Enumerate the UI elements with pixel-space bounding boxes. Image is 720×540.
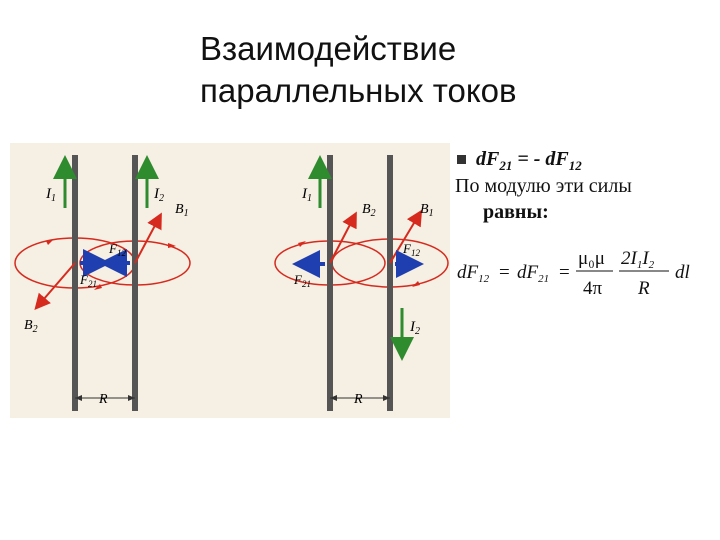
slide-title: Взаимодействие параллельных токов	[200, 28, 620, 112]
label-b2-left: B2	[24, 318, 38, 335]
label-r-right: R	[353, 392, 363, 407]
wire-2-left	[132, 155, 138, 411]
b2-vector-left	[34, 262, 76, 311]
field-arrowhead-left-c	[168, 243, 176, 248]
label-f12-left: F12	[108, 241, 126, 258]
b1-vector-left	[134, 212, 162, 264]
label-f12-right: F12	[402, 241, 420, 258]
field-arrowhead-left-b	[94, 284, 102, 290]
b2-vector-right	[329, 211, 357, 264]
label-i2-right: I2	[409, 319, 420, 337]
field-arrowhead-right-a	[298, 241, 306, 247]
field-arrowhead-right-b	[412, 281, 420, 287]
formula-lhs: dF12	[457, 262, 490, 285]
wire-2-right	[387, 155, 393, 411]
figure-svg: I1 I2 B1 B2 F12 F21 R I1 I2 B2	[14, 155, 449, 411]
force-formula: dF12 = dF21 = μ₀μ 4π 2I1I2 R dl	[453, 238, 718, 308]
formula-eq-1: =	[499, 262, 510, 283]
b1-vector-right	[389, 209, 423, 264]
formula-eq-2: =	[559, 262, 570, 283]
formula-num-left: μ₀μ	[578, 248, 605, 269]
bullet-text-line-1: По модулю эти силы	[455, 175, 632, 197]
label-f21-left: F21	[79, 272, 97, 289]
label-f21-right: F21	[293, 272, 311, 289]
bullet-equal-magnitude: По модулю эти силы равны:	[455, 173, 717, 225]
parallel-currents-figure: I1 I2 B1 B2 F12 F21 R I1 I2 B2	[10, 143, 450, 418]
bullet-list: dF21 = - dF12 По модулю эти силы равны:	[455, 145, 717, 225]
formula-mid: dF21	[517, 262, 549, 285]
bullet-text-line-2: равны:	[483, 201, 549, 223]
title-line-1: Взаимодействие	[200, 30, 457, 67]
title-line-2: параллельных токов	[200, 72, 517, 109]
right-panel: I1 I2 B2 B1 F12 F21 R	[274, 155, 449, 411]
label-i1-right: I1	[301, 186, 312, 204]
left-panel: I1 I2 B1 B2 F12 F21 R	[14, 155, 191, 411]
bullet-force-relation: dF21 = - dF12	[455, 145, 717, 173]
field-arrowhead-left-a	[46, 239, 54, 245]
label-i1-left: I1	[45, 186, 56, 204]
distance-r-tick-left	[75, 395, 135, 401]
formula-tail: dl	[675, 262, 690, 283]
formula-num-right: 2I1I2	[621, 248, 655, 271]
label-b2-right: B2	[362, 202, 376, 219]
label-b1-right: B1	[420, 202, 434, 219]
distance-r-tick-right	[330, 395, 390, 401]
formula-den-right: R	[637, 278, 650, 299]
label-r-left: R	[98, 392, 108, 407]
formula-den-left: 4π	[583, 278, 603, 299]
wire-1-left	[72, 155, 78, 411]
bullet-square-icon	[457, 154, 466, 164]
label-i2-left: I2	[153, 186, 164, 204]
label-b1-left: B1	[175, 202, 189, 219]
wire-1-right	[327, 155, 333, 411]
formula-svg: dF12 = dF21 = μ₀μ 4π 2I1I2 R dl	[457, 248, 690, 299]
